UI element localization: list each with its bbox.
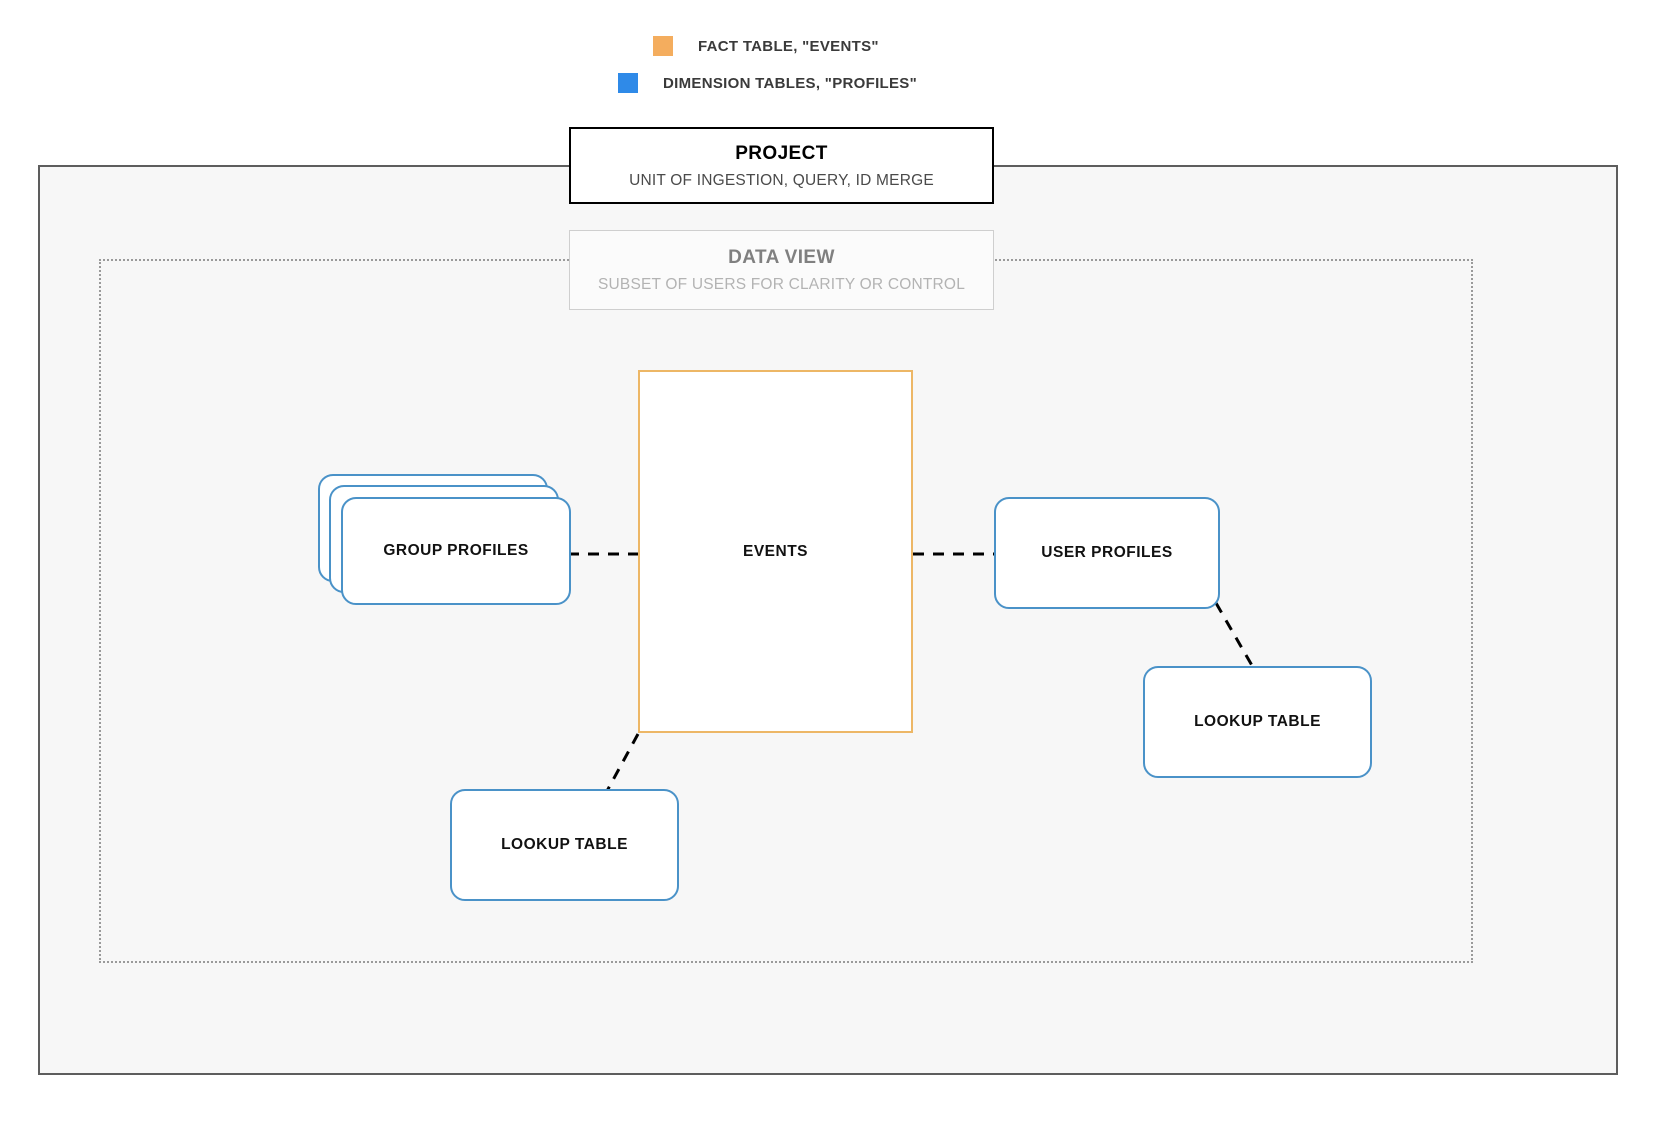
node-group-profiles-stack[interactable]: GROUP PROFILES: [318, 474, 580, 614]
project-title: PROJECT: [735, 143, 828, 164]
node-events-label: EVENTS: [742, 542, 808, 560]
node-user-profiles-label: USER PROFILES: [1041, 544, 1173, 561]
project-subtitle: UNIT OF INGESTION, QUERY, ID MERGE: [629, 172, 934, 189]
legend-label-dimension-tables: DIMENSION TABLES, "PROFILES": [663, 74, 918, 92]
legend-swatch-orange: [653, 36, 673, 56]
node-user-profiles[interactable]: USER PROFILES: [994, 497, 1220, 609]
data-view-title: DATA VIEW: [728, 247, 835, 268]
legend-label-fact-table: FACT TABLE, "EVENTS": [698, 37, 879, 55]
legend-swatch-blue: [618, 73, 638, 93]
node-lookup-table-left-label: LOOKUP TABLE: [501, 836, 628, 853]
legend-item-dimension-tables: DIMENSION TABLES, "PROFILES": [618, 73, 917, 93]
data-view-subtitle: SUBSET OF USERS FOR CLARITY OR CONTROL: [597, 276, 966, 293]
node-lookup-table-right[interactable]: LOOKUP TABLE: [1143, 666, 1372, 778]
node-events-fact-table[interactable]: EVENTS: [638, 370, 913, 733]
legend-item-fact-table: FACT TABLE, "EVENTS": [653, 36, 879, 56]
node-lookup-table-right-label: LOOKUP TABLE: [1194, 713, 1321, 730]
data-view-card: DATA VIEW SUBSET OF USERS FOR CLARITY OR…: [569, 230, 994, 310]
node-group-profiles-label: GROUP PROFILES: [383, 542, 529, 559]
group-profiles-card-front[interactable]: GROUP PROFILES: [341, 497, 571, 605]
project-card: PROJECT UNIT OF INGESTION, QUERY, ID MER…: [569, 127, 994, 204]
node-lookup-table-left[interactable]: LOOKUP TABLE: [450, 789, 679, 901]
